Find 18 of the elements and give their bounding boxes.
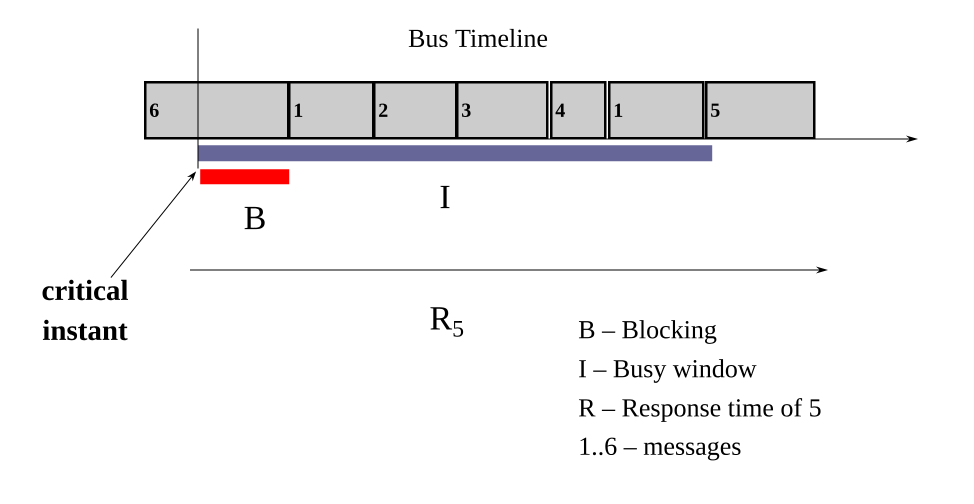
bar-label: B xyxy=(244,206,265,230)
timing-bar xyxy=(198,145,712,162)
annotation-text: critical instant xyxy=(42,280,128,340)
message-slot: 2 xyxy=(373,81,458,140)
message-slot: 3 xyxy=(456,81,548,140)
legend-text: R – Response time of 5 xyxy=(578,398,821,422)
legend-text: I – Busy window xyxy=(579,359,756,383)
bar-label: I xyxy=(440,186,450,208)
diagram-title: Bus Timeline xyxy=(408,28,548,48)
arrow-label: R$_{5}$ xyxy=(430,307,464,337)
timing-bar xyxy=(200,169,290,184)
legend-text: B – Blocking xyxy=(578,320,716,344)
legend-text: 1..6 – messages xyxy=(580,438,740,460)
message-slot: 6 xyxy=(144,81,290,140)
message-slot: 1 xyxy=(608,81,704,140)
message-slot: 4 xyxy=(550,81,606,140)
message-slot: 1 xyxy=(288,81,374,140)
message-slot: 5 xyxy=(705,81,816,140)
